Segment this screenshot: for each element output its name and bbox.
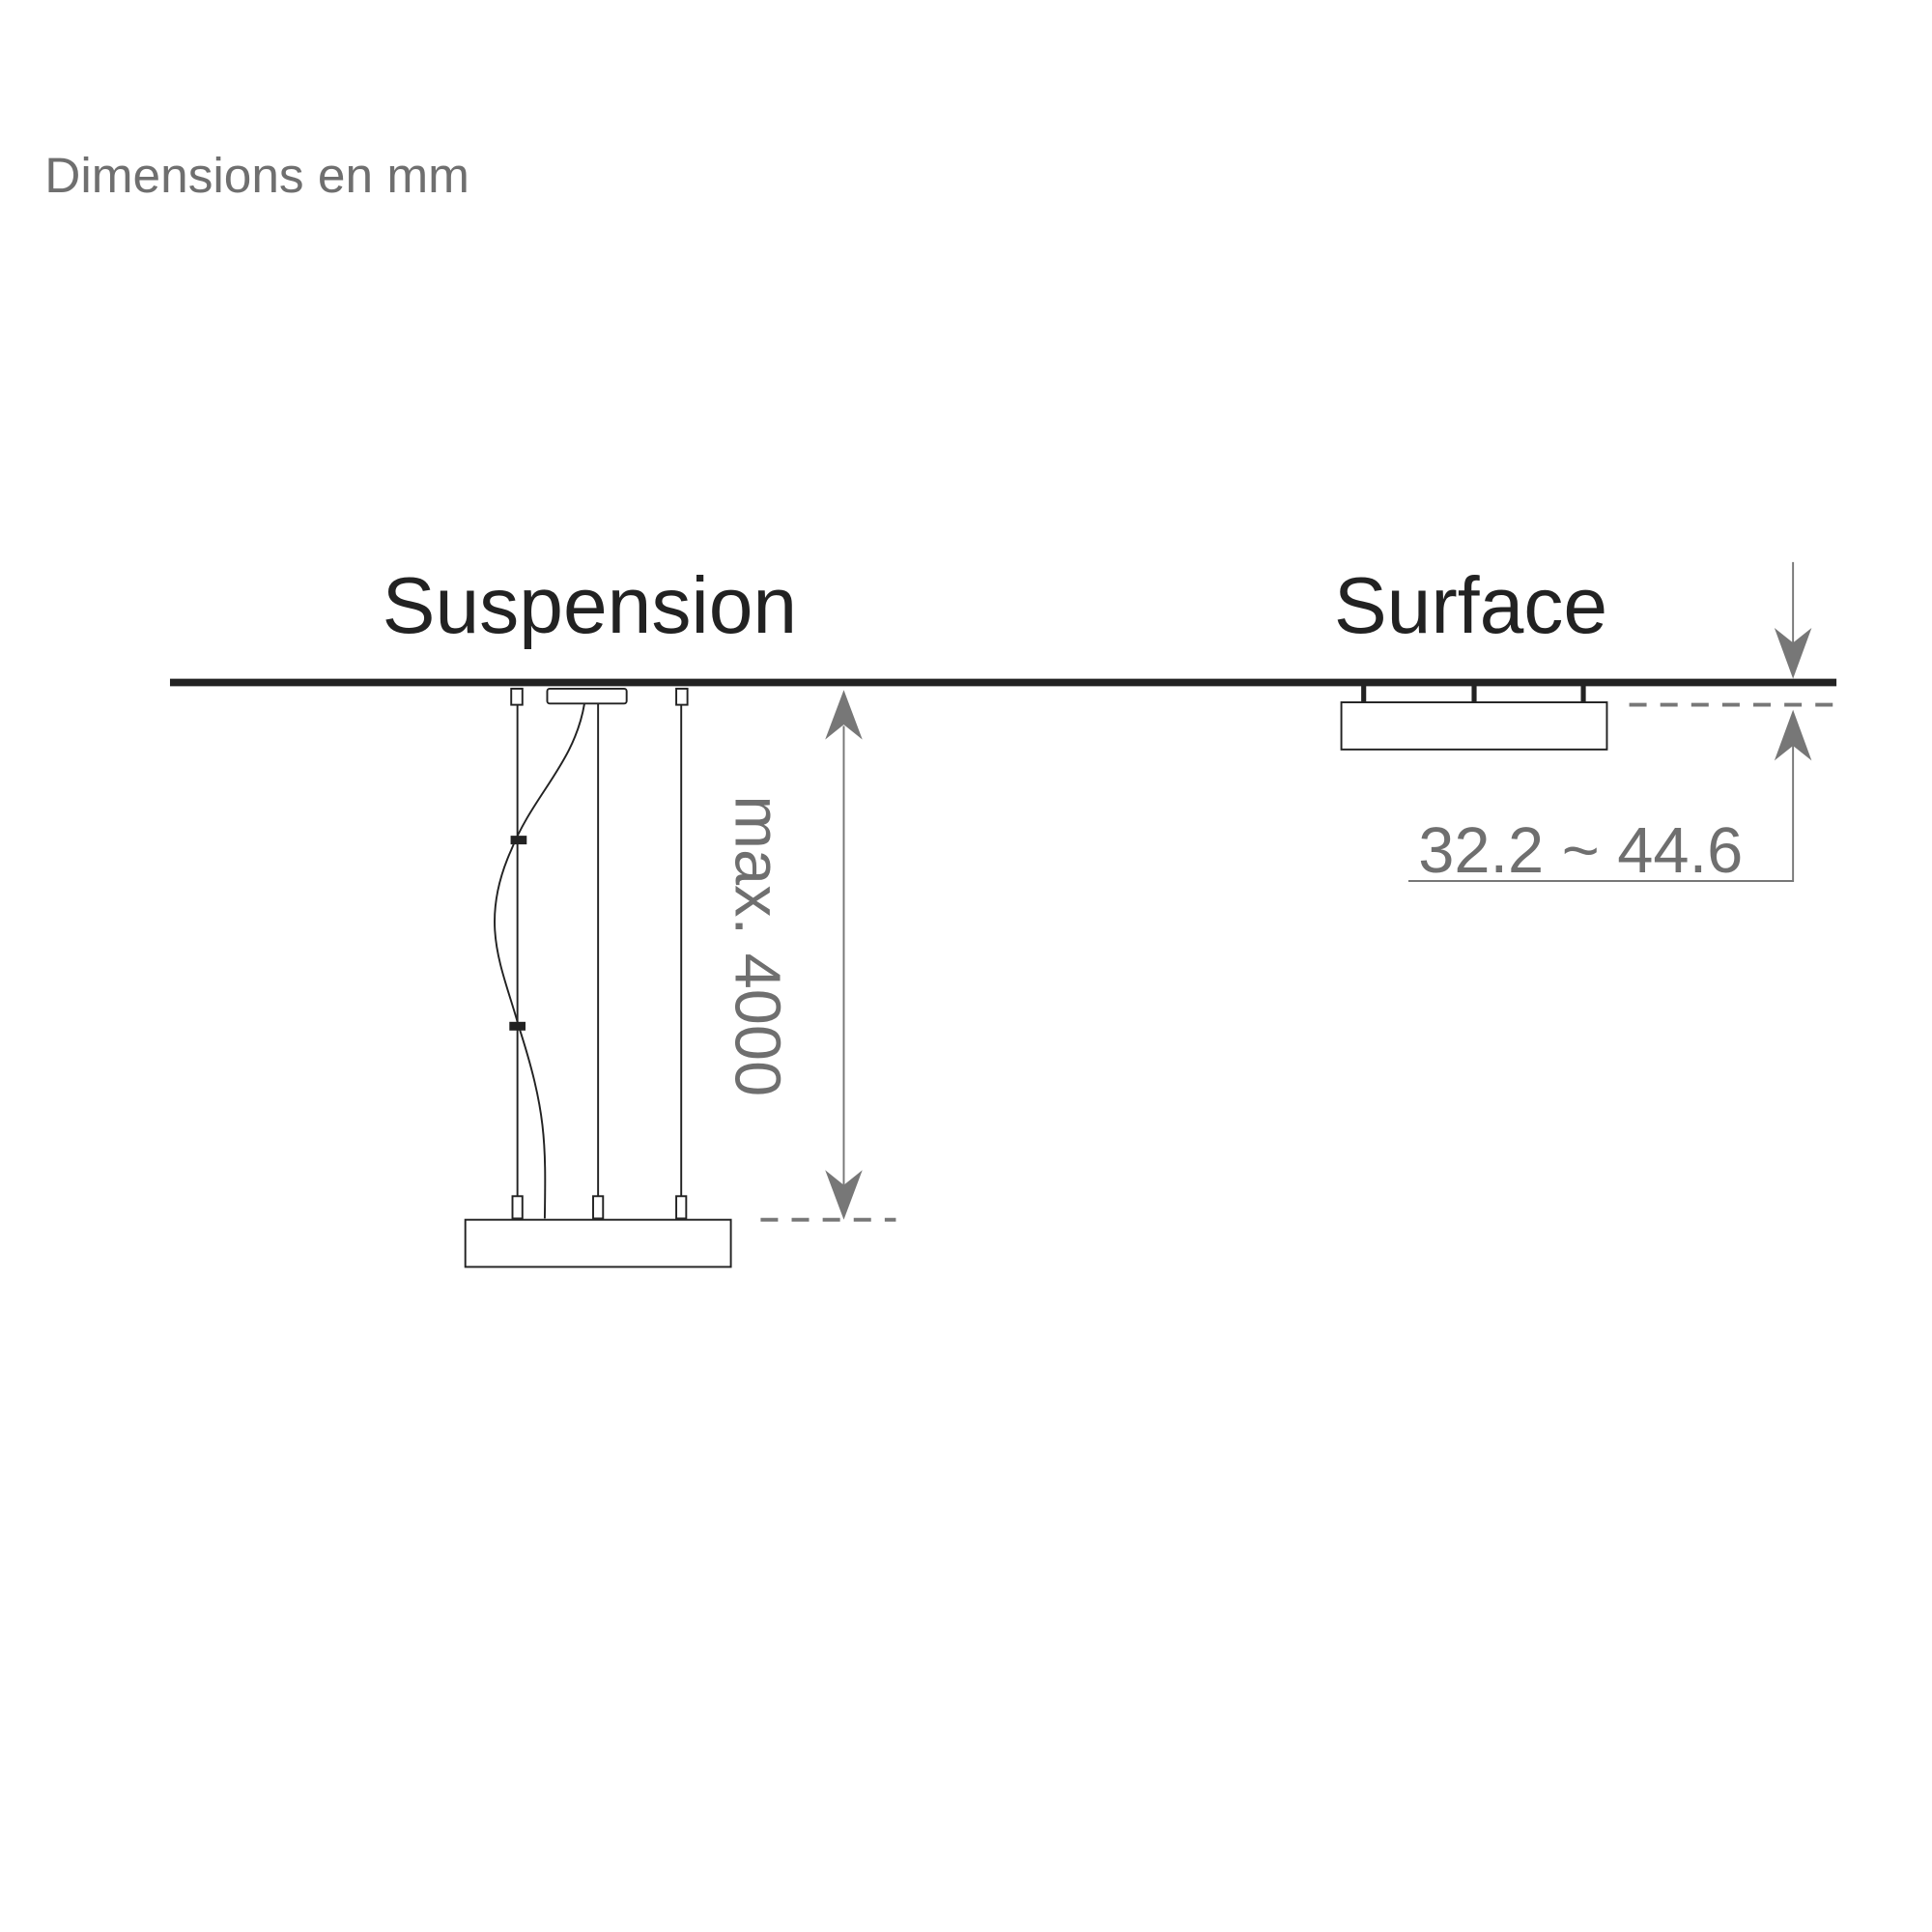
suspension-lamp-body	[464, 1218, 732, 1268]
surface-title: Surface	[1334, 562, 1607, 650]
arrow-up-icon	[825, 690, 863, 740]
suspension-dimension-label: max. 4000	[722, 795, 793, 1096]
arrow-down-icon	[825, 1170, 863, 1220]
surface-dimension-label: 32.2 ~ 44.6	[1418, 815, 1743, 887]
surface-lamp-body	[1340, 701, 1608, 751]
suspension-fixture	[464, 687, 732, 1268]
canopy	[546, 687, 628, 705]
surface-dimension: 32.2 ~ 44.6	[1407, 561, 1837, 887]
bottom-cap-right	[675, 1195, 688, 1220]
top-cap-right	[675, 687, 689, 706]
suspension-dimension: max. 4000	[722, 690, 896, 1222]
suspension-title: Suspension	[383, 562, 798, 650]
surface-fixture	[1340, 685, 1608, 751]
arrow-up-icon	[1774, 709, 1812, 761]
bottom-cap-center	[592, 1195, 605, 1220]
dimension-leader	[1407, 744, 1795, 882]
caption: Dimensions en mm	[44, 147, 469, 203]
cable-clip-lower	[509, 1021, 526, 1031]
top-cap-left	[510, 687, 524, 706]
cable-clip-upper	[510, 836, 527, 845]
arrow-down-icon	[1774, 627, 1812, 679]
bottom-cap-left	[511, 1195, 524, 1220]
power-cable	[494, 703, 585, 1219]
